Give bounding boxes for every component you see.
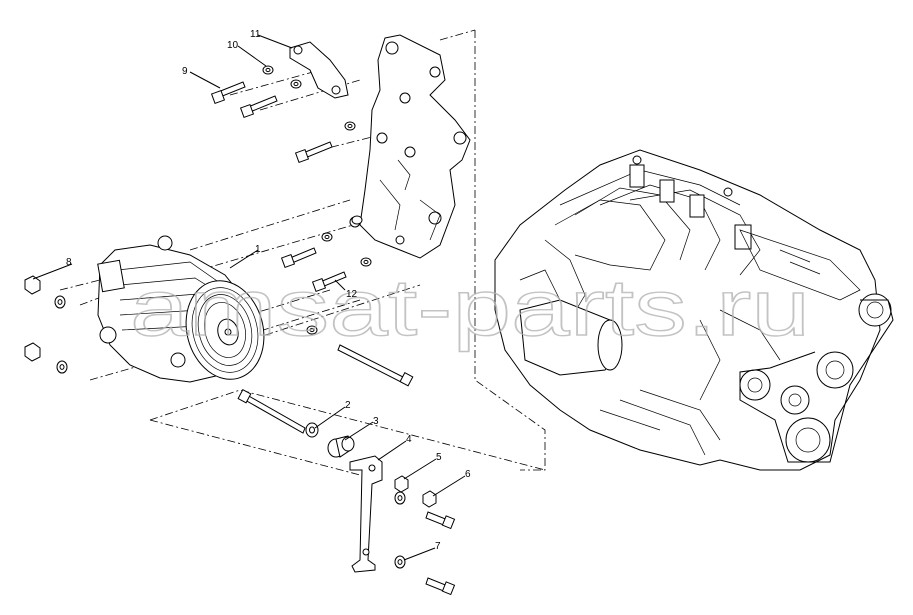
- leader-lines: [32, 34, 466, 561]
- compressor-nuts: [24, 275, 68, 374]
- engine-assembly: [494, 149, 894, 471]
- callout-labels: 1 2 3 4 5 6 7 8 9 10 11 12: [66, 29, 471, 552]
- bolt-b: [294, 141, 333, 164]
- link-plate: [289, 41, 349, 99]
- bolt-6: [425, 511, 456, 530]
- middle-fasteners: [280, 232, 414, 387]
- long-bolt-lower: [237, 389, 306, 434]
- callout-2: 2: [345, 400, 351, 411]
- callout-3: 3: [373, 416, 379, 427]
- compressor-mounting-bracket: [349, 34, 471, 259]
- callout-11: 11: [250, 29, 261, 40]
- callout-8: 8: [66, 257, 72, 268]
- upper-fasteners: [210, 65, 363, 225]
- callout-1: 1: [255, 244, 261, 255]
- bolt-a: [239, 95, 278, 119]
- callout-7: 7: [435, 541, 441, 552]
- callout-4: 4: [406, 434, 412, 445]
- bolt-c: [280, 247, 317, 269]
- callout-9: 9: [182, 66, 188, 77]
- bolt-9: [210, 81, 246, 105]
- support-strap-4: [349, 455, 383, 573]
- callout-6: 6: [465, 469, 471, 480]
- long-bolt-upper: [337, 344, 414, 387]
- lower-fasteners: [237, 389, 456, 596]
- ac-compressor: [97, 235, 265, 383]
- assembly-guide-lines: [59, 29, 546, 476]
- callout-12: 12: [346, 289, 358, 300]
- bolt-12: [311, 271, 347, 293]
- watermark-text: amsat-parts.ru: [130, 263, 810, 352]
- callout-10: 10: [227, 40, 239, 51]
- spacer-3: [327, 435, 355, 458]
- callout-5: 5: [436, 452, 442, 463]
- bolt-7: [425, 577, 456, 596]
